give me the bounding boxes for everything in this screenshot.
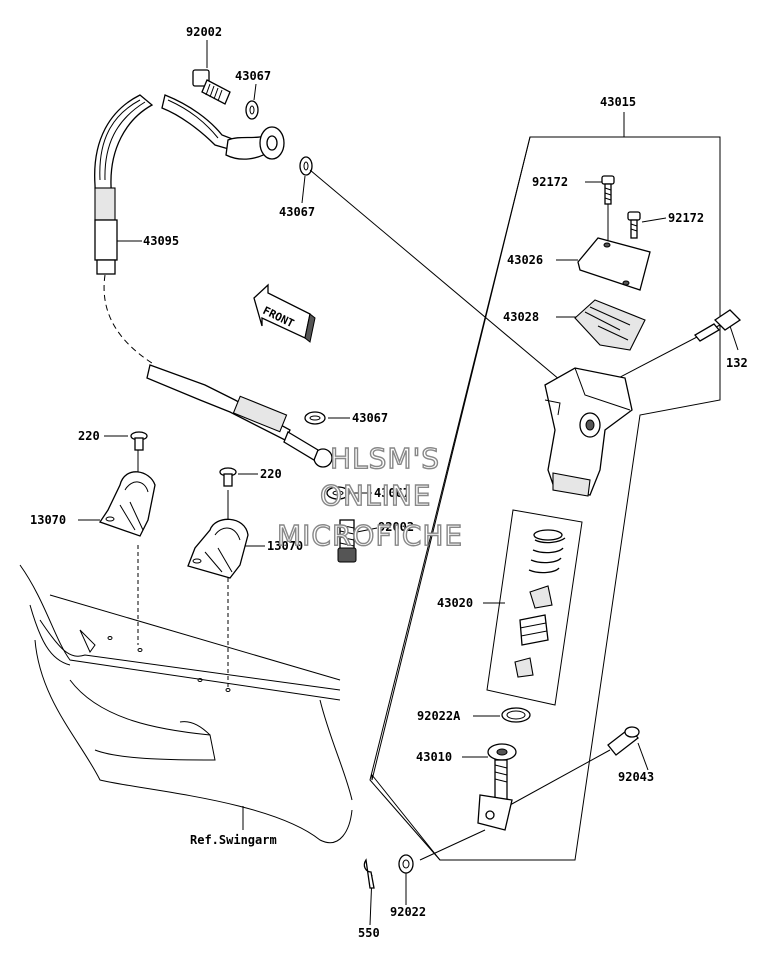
assembly-outline-left [369,136,531,861]
screw-220-b [219,467,237,487]
bracket-13070-b [187,518,249,579]
reservoir-cap [577,237,651,291]
screw-220-a [130,431,148,451]
washer-43067-c [304,411,326,425]
watermark-line-1: HLSM'S [330,442,440,475]
circlip-92022A [501,707,531,723]
push-rod [477,743,517,831]
label-550: 550 [358,926,380,940]
label-92002-mid: 92002 [378,520,414,534]
washer-92022 [398,854,414,874]
label-43067-c: 43067 [352,411,388,425]
part-labels: 92002 43067 43067 43095 43015 92172 9217… [30,25,748,940]
label-43067-d: 43067 [374,486,410,500]
screw-92172-b [627,211,641,239]
watermark: HLSM'S ONLINE MICROFICHE [276,441,463,552]
label-220-b: 220 [260,467,282,481]
label-13070-a: 13070 [30,513,66,527]
label-ref-swingarm: Ref.Swingarm [190,833,277,847]
banjo-fitting-top [225,126,285,160]
pin-92043 [607,726,640,756]
label-92172-b: 92172 [668,211,704,225]
washer-43067-a [245,100,259,120]
watermark-line-3: MICROFICHE [277,519,463,552]
label-43015: 43015 [600,95,636,109]
watermark-line-2: ONLINE [320,479,431,512]
piston-kit-box [486,509,583,706]
diaphragm [574,299,646,351]
union-bolt-mid [337,519,357,563]
label-92022: 92022 [390,905,426,919]
label-43010: 43010 [416,750,452,764]
label-43026: 43026 [507,253,543,267]
label-43067-a: 43067 [235,69,271,83]
label-92002-top: 92002 [186,25,222,39]
bolt-132 [694,309,742,342]
swingarm-reference [19,564,353,844]
label-43028: 43028 [503,310,539,324]
label-43095: 43095 [143,234,179,248]
label-92022A: 92022A [417,709,461,723]
assembly-outline [371,136,721,861]
washer-43067-b [299,156,313,176]
label-92172-a: 92172 [532,175,568,189]
bracket-13070-a [98,471,156,537]
label-43067-b: 43067 [279,205,315,219]
label-92043: 92043 [618,770,654,784]
union-bolt-top [192,69,231,105]
label-132: 132 [726,356,748,370]
label-43020: 43020 [437,596,473,610]
front-arrow: FRONT [253,283,316,343]
label-13070-b: 13070 [267,539,303,553]
screw-92172-a [601,175,615,205]
washer-43067-d [326,486,350,500]
master-cylinder-body [544,367,633,497]
label-220-a: 220 [78,429,100,443]
brake-hose [94,94,333,468]
cotter-pin-550 [363,858,375,889]
